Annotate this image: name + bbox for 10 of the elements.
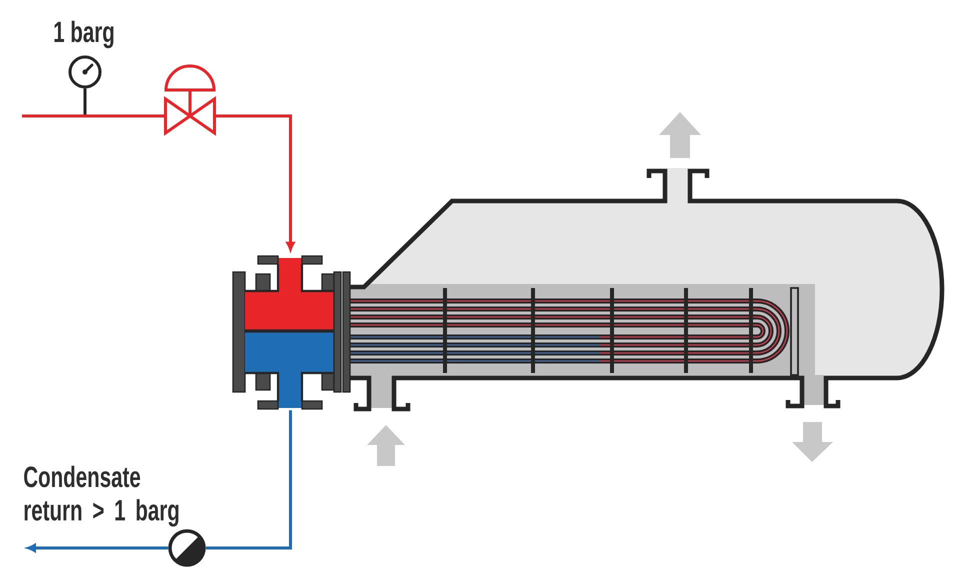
pipe-line <box>22 114 164 118</box>
gauge-label: 1 barg <box>54 20 114 48</box>
channel-head <box>232 255 351 410</box>
arrow <box>27 544 168 552</box>
pipe-line <box>206 410 292 550</box>
edge-label: Condensate return > 1 barg <box>24 466 178 527</box>
steam-trap <box>168 529 206 567</box>
gauge-stem <box>84 88 86 114</box>
arrow <box>216 114 295 251</box>
control-valve <box>164 64 216 136</box>
